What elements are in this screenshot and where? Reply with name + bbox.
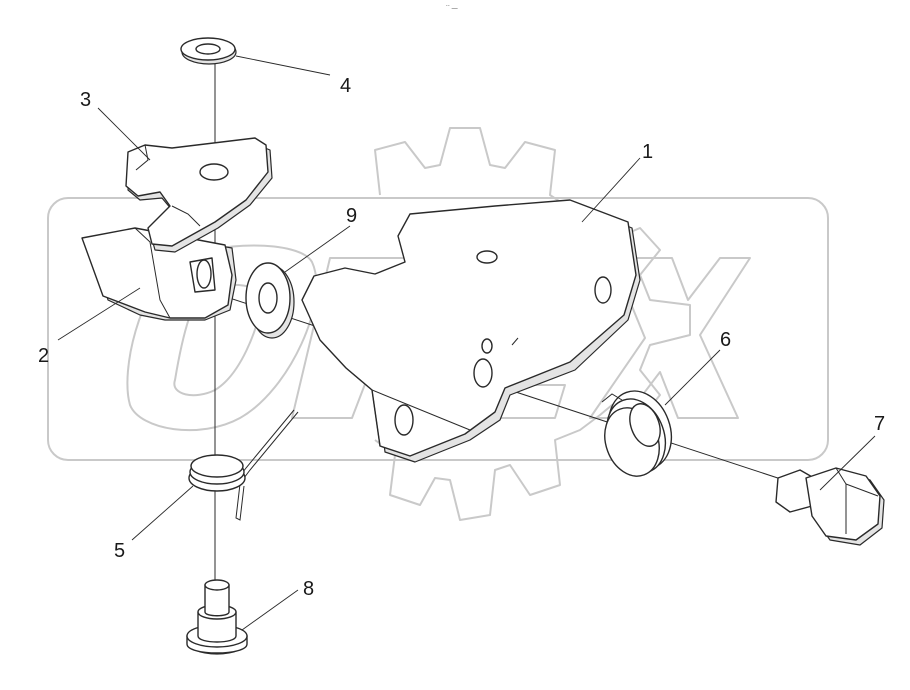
callout-3: 3	[80, 89, 91, 111]
callout-8: 8	[303, 578, 314, 600]
watermark-gear	[374, 127, 691, 521]
callout-labels: 1 2 3 4 5 6 7 8 9	[38, 75, 885, 600]
leader-8	[241, 589, 299, 631]
part-6-coil-spring	[601, 390, 673, 477]
leader-6	[664, 349, 721, 406]
part-9-washer	[245, 262, 295, 339]
horizontal-axis-line	[189, 284, 861, 506]
watermark-letter-x	[589, 257, 751, 419]
part-1-plate	[301, 199, 641, 463]
leader-1	[581, 157, 641, 223]
leader-2	[57, 287, 141, 341]
leader-3	[97, 107, 151, 161]
header-mark: ´´ —	[446, 6, 458, 12]
callout-4: 4	[340, 75, 351, 97]
part-8-bushing	[186, 579, 248, 655]
callout-1: 1	[642, 141, 653, 163]
part-7-bolt	[775, 467, 885, 546]
leader-4	[235, 55, 331, 76]
leader-lines	[57, 55, 876, 631]
callout-5: 5	[114, 540, 125, 562]
part-3-lever	[125, 137, 273, 253]
leader-7	[819, 435, 876, 491]
part-5-torsion-spring	[188, 409, 299, 521]
watermark-plate	[47, 197, 829, 461]
callout-2: 2	[38, 345, 49, 367]
callout-6: 6	[720, 329, 731, 351]
part-4-washer	[180, 37, 237, 65]
leader-9	[284, 225, 351, 273]
leader-5	[131, 485, 194, 541]
callout-7: 7	[874, 413, 885, 435]
callout-9: 9	[346, 205, 357, 227]
part-2-bracket	[81, 227, 237, 321]
